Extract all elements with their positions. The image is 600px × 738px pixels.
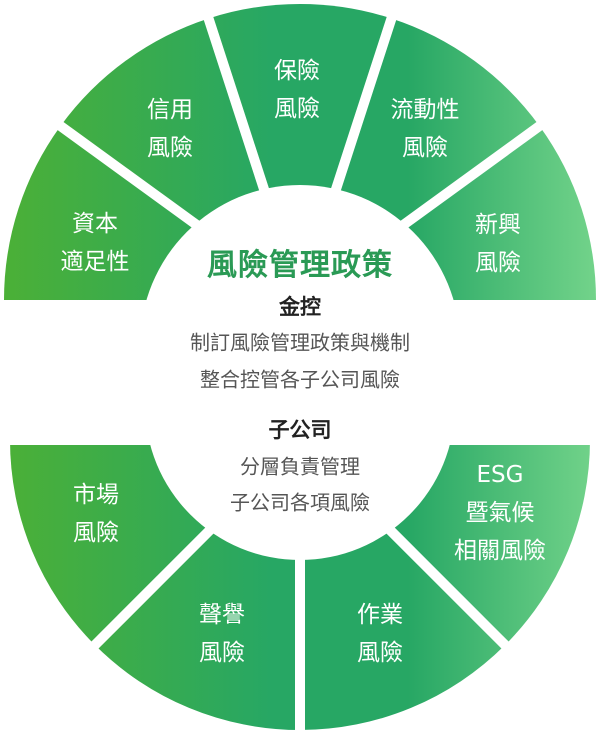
holding-line-1: 制訂風險管理政策與機制: [190, 330, 410, 355]
holding-line-2: 整合控管各子公司風險: [200, 367, 400, 392]
segment-capital-adequacy: 資本適足性: [60, 211, 130, 275]
center-title: 風險管理政策: [207, 248, 393, 283]
subsidiary-label: 子公司: [268, 418, 332, 442]
holding-label: 金控: [279, 295, 321, 319]
subsidiary-line-1: 分層負責管理: [240, 454, 360, 479]
segment-market-risk: 市場風險: [73, 482, 119, 546]
segment-reputation-risk: 聲譽風險: [199, 602, 245, 666]
subsidiary-line-2: 子公司各項風險: [230, 490, 370, 515]
center-area: [150, 262, 450, 482]
segment-insurance-risk: 保險風險: [274, 58, 320, 122]
segment-operational-risk: 作業風險: [357, 602, 403, 666]
segment-credit-risk: 信用風險: [147, 97, 193, 161]
segment-liquidity-risk: 流動性風險: [390, 97, 460, 161]
segment-emerging-risk: 新興風險: [475, 212, 521, 276]
wedge-insurance-risk: [208, 3, 392, 300]
